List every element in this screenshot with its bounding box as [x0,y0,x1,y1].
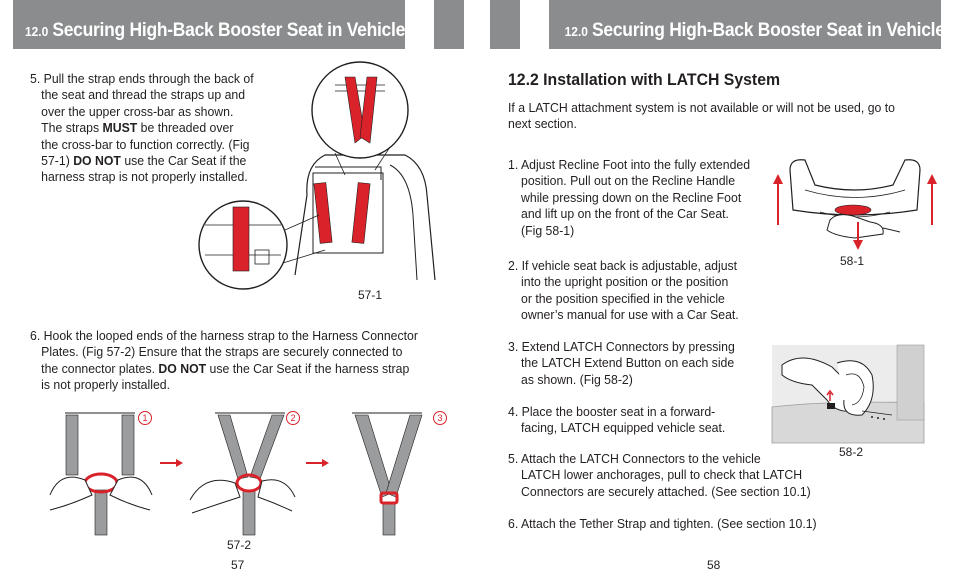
header-title: Securing High-Back Booster Seat in Vehic… [52,20,406,41]
step4-text: 4. Place the booster seat in a forward- … [508,404,726,436]
page-number-right: 58 [707,558,721,572]
figure-57-2-caption: 57-2 [227,538,252,552]
fig57-2-panel-2 [189,412,296,536]
section-title: 12.2 Installation with LATCH System [508,70,781,89]
step5-latch-text: 5. Attach the LATCH Connectors to the ve… [508,451,811,499]
section-number: 12.0 [24,24,49,39]
right-page-header: 12.0 Securing High-Back Booster Seat in … [549,0,945,49]
step1-text: 1. Adjust Recline Foot into the fully ex… [508,157,751,238]
step6-text: 6. Hook the looped ends of the harness s… [30,328,418,393]
header-tab-left [434,0,464,49]
step3-text: 3. Extend LATCH Connectors by pressing t… [508,339,735,387]
figure-57-1 [198,61,436,290]
step5-text: 5. Pull the strap ends through the back … [30,71,254,185]
figure-58-1-caption: 58-1 [840,254,865,268]
left-page-header: 12.0 Securing High-Back Booster Seat in … [13,0,405,49]
fig57-2-panel-3 [352,412,423,536]
intro-text: If a LATCH attachment system is not avai… [508,100,895,132]
header-tab-right [490,0,520,49]
figure-57-1-caption: 57-1 [358,288,383,302]
step-badge-1: 1 [138,411,152,425]
figure-58-2 [771,344,925,444]
fig57-2-panel-1 [49,412,153,536]
page-number-left: 57 [231,558,245,572]
step-badge-3: 3 [433,411,447,425]
figure-57-2 [49,412,423,536]
step-badge-2: 2 [286,411,300,425]
header-title: Securing High-Back Booster Seat in Vehic… [592,20,945,41]
step2-text: 2. If vehicle seat back is adjustable, a… [508,258,739,323]
figure-58-2-caption: 58-2 [839,445,864,459]
section-number: 12.0 [564,24,588,39]
figure-58-1 [773,159,937,250]
step6-latch-text: 6. Attach the Tether Strap and tighten. … [508,516,817,531]
